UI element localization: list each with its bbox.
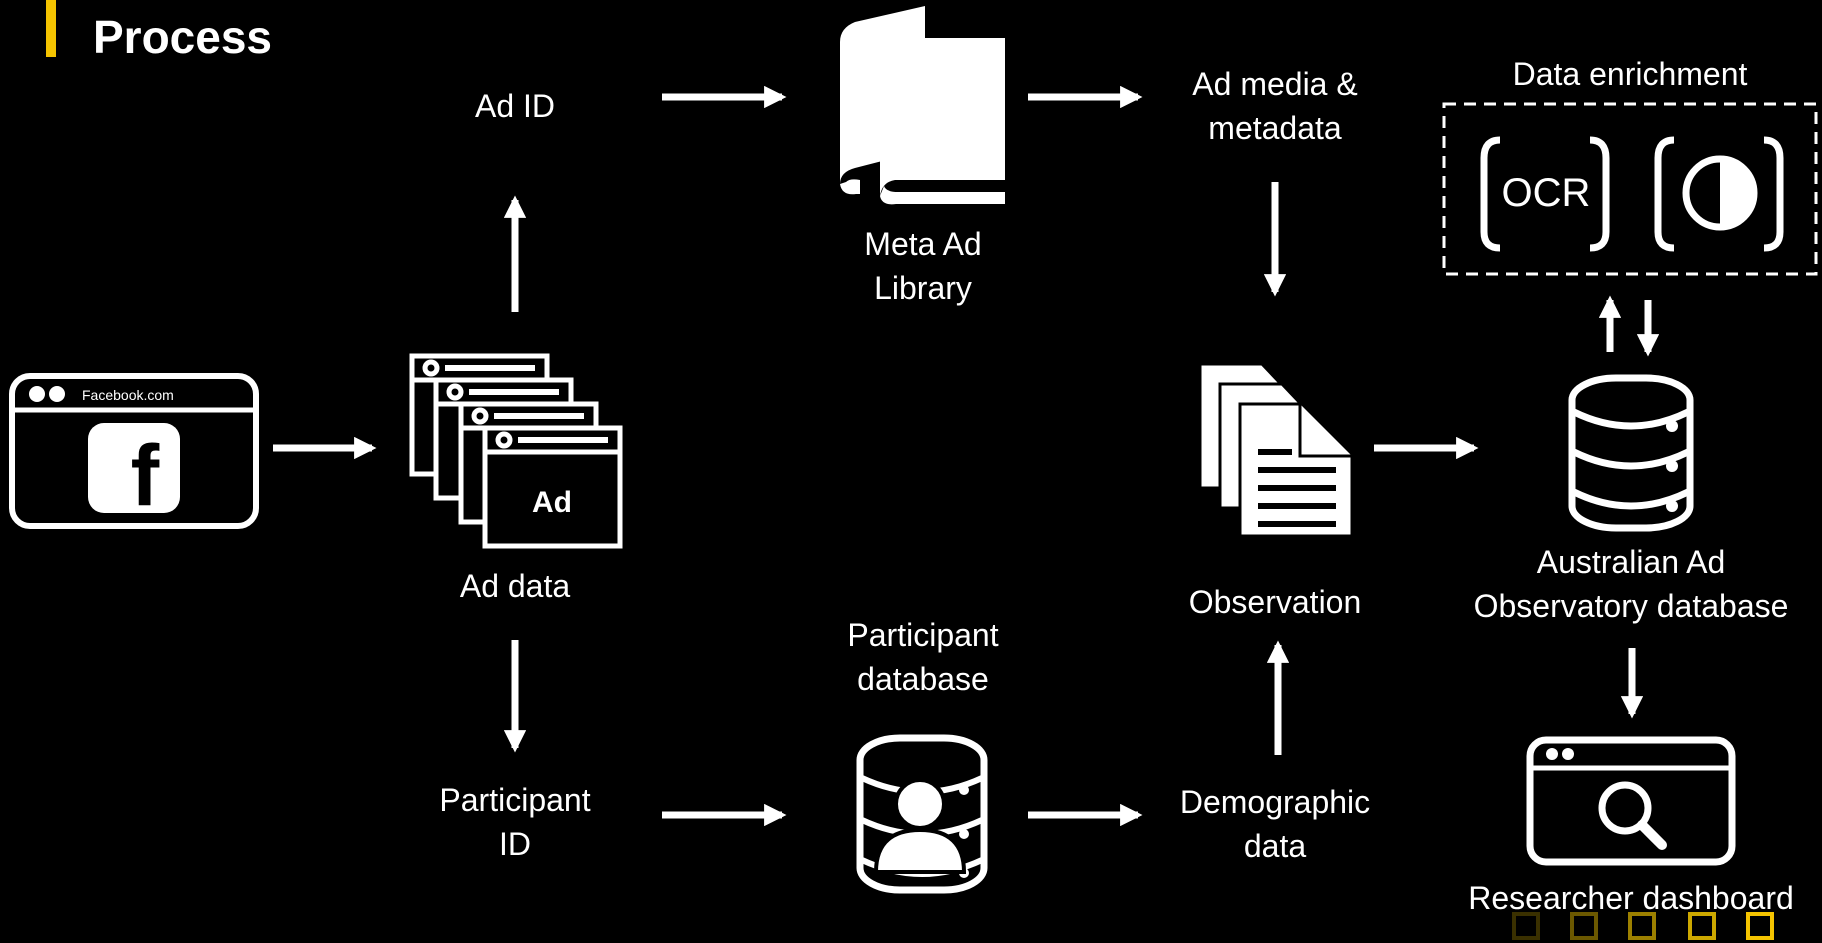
books-icon xyxy=(840,6,1005,205)
facebook-url: Facebook.com xyxy=(82,387,174,403)
participant-database-line2: database xyxy=(857,661,989,697)
decor-square-2 xyxy=(1570,912,1598,940)
user-database-icon xyxy=(856,734,988,894)
ad-media-label: Ad media & metadata xyxy=(1155,62,1395,150)
demographic-data-line2: data xyxy=(1243,828,1307,864)
decor-square-3 xyxy=(1628,912,1656,940)
participant-database-label: Participant database xyxy=(803,613,1043,701)
participant-id-line2: ID xyxy=(499,826,531,862)
ad-id-label: Ad ID xyxy=(474,88,556,124)
search-browser-icon xyxy=(1526,736,1736,866)
data-enrichment-box: OCR xyxy=(1442,102,1818,276)
ad-data-label: Ad data xyxy=(459,568,571,604)
demographic-data-line1: Demographic xyxy=(1179,784,1371,820)
meta-ad-library-label: Meta Ad Library xyxy=(823,222,1023,310)
decor-square-4 xyxy=(1688,912,1716,940)
ad-media-line1: Ad media & xyxy=(1192,66,1358,102)
aao-database-line2: Observatory database xyxy=(1473,588,1789,624)
title-accent-bar xyxy=(46,0,56,57)
ocr-icon xyxy=(1480,136,1610,252)
decorative-squares xyxy=(1512,912,1774,940)
aao-database-line1: Australian Ad xyxy=(1536,544,1726,580)
participant-id-line1: Participant xyxy=(439,782,591,818)
participant-database-line1: Participant xyxy=(847,617,999,653)
ad-windows-stack-icon xyxy=(409,353,623,549)
facebook-logo-letter: f xyxy=(131,428,160,524)
aao-database-label: Australian Ad Observatory database xyxy=(1450,540,1812,628)
documents-icon xyxy=(1198,362,1354,538)
arrows xyxy=(273,85,1660,827)
meta-ad-library-line1: Meta Ad xyxy=(864,226,982,262)
decor-square-1 xyxy=(1512,912,1540,940)
ad-icon-text: Ad xyxy=(532,486,572,519)
demographic-data-label: Demographic data xyxy=(1155,780,1395,868)
facebook-browser-icon: Facebook.com f xyxy=(9,373,259,529)
participant-id-label: Participant ID xyxy=(405,778,625,866)
ocr-text: OCR xyxy=(1502,171,1591,215)
contrast-icon xyxy=(1654,136,1784,252)
observation-label: Observation xyxy=(1188,584,1362,620)
meta-ad-library-line2: Library xyxy=(874,270,972,306)
researcher-dashboard-label: Researcher dashboard xyxy=(1468,880,1794,916)
database-icon xyxy=(1568,374,1694,532)
database-status-dots xyxy=(1666,420,1678,512)
data-enrichment-label: Data enrichment xyxy=(1512,56,1748,92)
ad-media-line2: metadata xyxy=(1208,110,1342,146)
page-title: Process xyxy=(93,11,273,63)
decor-square-5 xyxy=(1746,912,1774,940)
